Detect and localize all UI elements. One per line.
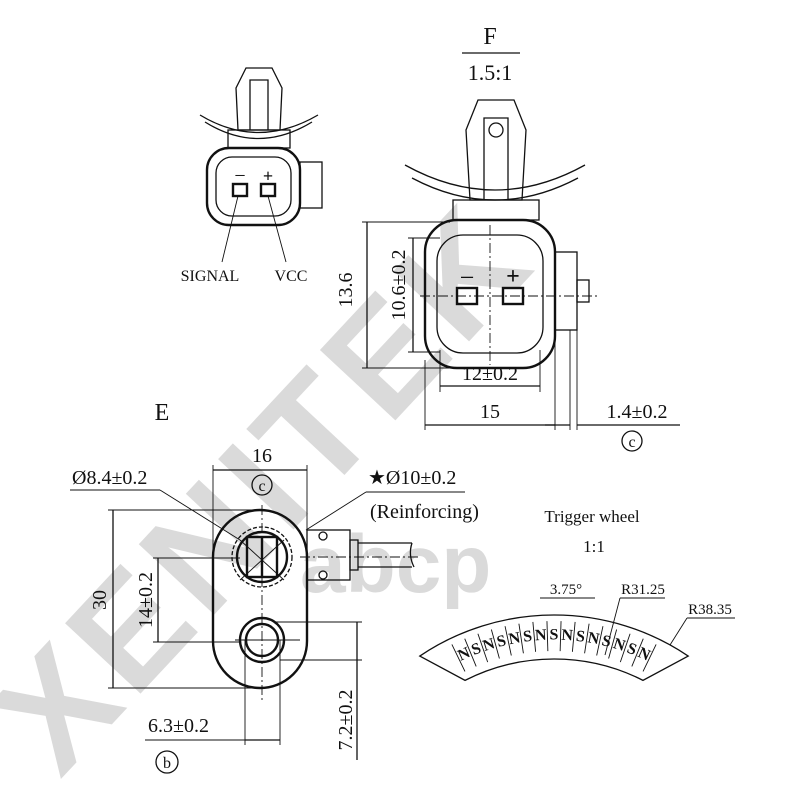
dim-height: 13.6 <box>335 273 357 308</box>
dim-bottom-hole: 6.3±0.2 <box>148 715 209 737</box>
pole-divider <box>571 621 576 652</box>
magnet-pole-north: N <box>635 644 653 664</box>
outer-radius: R38.35 <box>688 602 732 618</box>
pole-divider <box>546 621 549 652</box>
signal-pin <box>231 182 249 198</box>
pole-divider <box>532 621 537 652</box>
view-f-title: F <box>483 24 496 50</box>
view-f: F 1.5:1 − + 13.6 10.6±0.2 12±0.2 <box>335 24 680 452</box>
view-f-scale: 1.5:1 <box>468 60 513 85</box>
pole-divider <box>584 623 590 654</box>
magnet-pole-south: S <box>495 632 508 651</box>
connector-housing <box>205 146 302 227</box>
pole-divider <box>619 633 631 663</box>
pole-divider <box>477 633 489 663</box>
reinforcing-note: (Reinforcing) <box>370 501 479 523</box>
dim-bottom-offset: 7.2±0.2 <box>335 690 357 751</box>
f-plus-symbol: + <box>506 264 520 290</box>
view-e: E 16 c Ø8.4±0.2 ★Ø10±0.2 (Rein <box>70 400 479 774</box>
magnet-pole-north: N <box>507 629 522 648</box>
dim-length: 30 <box>89 590 111 610</box>
pole-divider <box>464 638 477 667</box>
tab-ref: c <box>628 434 635 451</box>
magnet-pole-north: N <box>481 635 498 655</box>
watermark-site: abcp <box>300 519 491 610</box>
bottom-ref: b <box>163 755 171 772</box>
f-minus-symbol: − <box>460 263 475 292</box>
pole-divider <box>504 626 512 656</box>
dim-hole: Ø8.4±0.2 <box>72 467 147 489</box>
pole-divider <box>596 626 604 656</box>
dim-inner-width: 12±0.2 <box>462 363 518 385</box>
plus-symbol: + <box>263 166 273 186</box>
dim-spacing: 14±0.2 <box>135 572 157 628</box>
magnet-pole-south: S <box>550 627 559 644</box>
view-e-title: E <box>155 400 170 426</box>
magnet-pole-north: N <box>586 629 601 648</box>
dim-inner-height: 10.6±0.2 <box>388 250 410 321</box>
pole-divider <box>451 644 466 672</box>
pole-divider <box>608 629 618 659</box>
dim-reinforcing: ★Ø10±0.2 <box>368 467 456 489</box>
pole-divider <box>642 644 657 672</box>
magnet-pole-south: S <box>522 628 533 646</box>
magnet-pole-north: N <box>561 627 574 645</box>
minus-symbol: − <box>234 165 245 187</box>
trigger-wheel-title: Trigger wheel <box>544 507 639 526</box>
dim-body-width: 16 <box>252 445 272 467</box>
pole-divider <box>559 621 562 652</box>
dim-width: 15 <box>480 401 500 423</box>
magnet-pole-south: S <box>575 628 586 646</box>
connector-face-view: − + SIGNAL VCC <box>181 67 323 285</box>
vcc-label: VCC <box>275 268 308 285</box>
signal-label: SIGNAL <box>181 268 240 285</box>
inner-radius: R31.25 <box>621 582 665 598</box>
magnet-pole-north: N <box>534 627 547 645</box>
magnet-pole-north: N <box>611 635 628 655</box>
dim-tab: 1.4±0.2 <box>607 401 668 423</box>
wheel-outline <box>418 614 690 682</box>
latch <box>465 99 527 201</box>
width-ref: c <box>258 478 265 495</box>
pole-divider <box>490 629 500 659</box>
connector-latch <box>235 67 283 131</box>
pole-divider <box>518 623 524 654</box>
pitch-angle: 3.75° <box>550 582 582 598</box>
pole-divider <box>631 638 644 667</box>
trigger-wheel-scale: 1:1 <box>583 537 605 556</box>
